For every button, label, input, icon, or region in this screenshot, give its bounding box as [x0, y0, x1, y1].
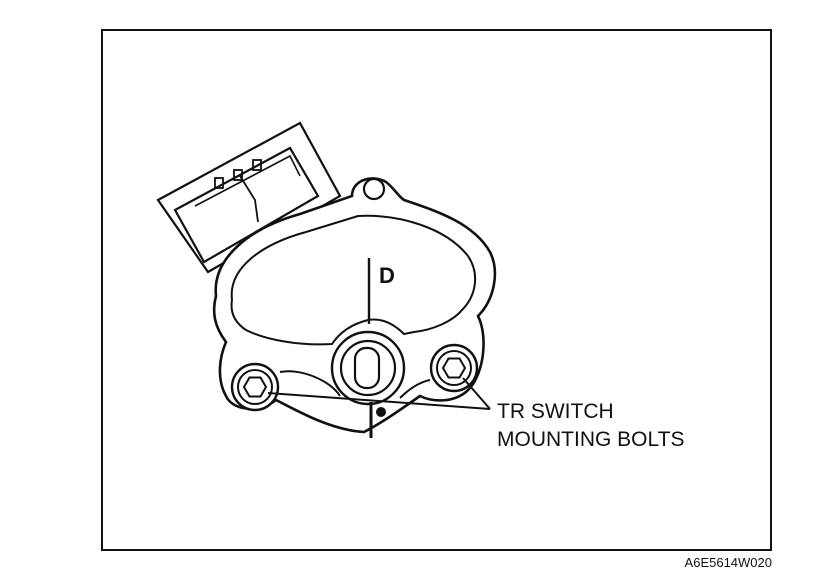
position-mark: D	[379, 263, 395, 288]
connector-plug-face	[173, 146, 320, 264]
top-ear-hole	[362, 177, 386, 201]
figure-code: A6E5614W020	[685, 555, 772, 570]
leader-line-right-bolt	[462, 377, 491, 410]
connector-wire-lead	[239, 175, 259, 223]
connector	[156, 121, 342, 274]
lower-notch	[279, 370, 341, 397]
connector-wire-frame	[194, 154, 301, 207]
connector-housing	[156, 121, 342, 274]
alignment-dot	[376, 407, 386, 417]
connector-terminal-1	[214, 177, 224, 189]
figure-frame	[101, 29, 772, 551]
connector-terminal-3	[252, 159, 262, 171]
manual-shaft	[330, 330, 406, 406]
switch-inner-gasket	[230, 214, 477, 346]
connector-terminal-2	[233, 169, 243, 181]
callout-label-line2: MOUNTING BOLTS	[497, 428, 684, 451]
lower-notch-2	[399, 379, 431, 399]
left-mounting-bolt	[230, 362, 280, 412]
leader-line-left-bolt	[267, 392, 491, 410]
callout-label-line1: TR SWITCH	[497, 400, 614, 423]
right-mounting-bolt	[429, 343, 479, 393]
